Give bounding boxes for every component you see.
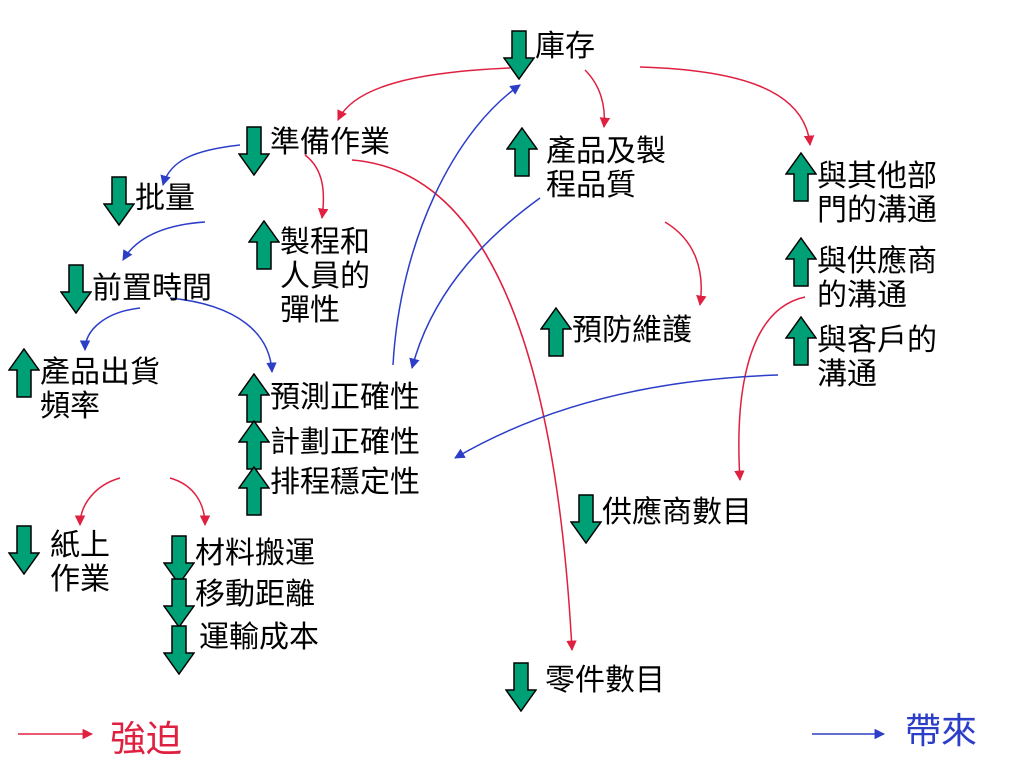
node-comm-customer: 與客戶的溝通 [785, 316, 937, 392]
node-quality: 產品及製程品質 [506, 127, 666, 203]
up-arrow-icon [506, 127, 538, 177]
node-schedule: 排程穩定性 [238, 466, 420, 516]
up-arrow-icon [238, 466, 270, 516]
up-arrow-icon [785, 152, 817, 202]
legend-forces-label: 強迫 [110, 719, 183, 760]
down-arrow-icon [163, 625, 195, 675]
node-label-line: 零件數目 [545, 663, 665, 698]
down-arrow-icon [163, 535, 195, 585]
link-setup-parts [351, 159, 577, 652]
node-label-line: 材料搬運 [195, 536, 315, 571]
node-label-line: 製程和 [280, 225, 370, 260]
up-arrow-icon [785, 237, 817, 287]
up-arrow-icon [238, 420, 270, 470]
node-inventory: 庫存 [503, 30, 595, 80]
node-label-line: 與其他部 [817, 159, 937, 194]
node-batch: 批量 [103, 176, 195, 226]
node-label-line: 運輸成本 [199, 620, 319, 655]
node-handling: 材料搬運 [163, 535, 315, 585]
node-parts: 零件數目 [505, 662, 665, 712]
node-label-line: 的溝通 [817, 278, 907, 313]
node-label-line: 作業 [50, 562, 110, 597]
node-suppliers: 供應商數目 [570, 494, 752, 544]
node-comm-dept: 與其他部門的溝通 [785, 152, 937, 228]
legend-brings-label: 帶來 [905, 711, 978, 752]
node-label-line: 移動距離 [195, 577, 315, 612]
node-label-line: 程品質 [546, 168, 636, 203]
node-label-line: 計劃正確性 [270, 425, 420, 460]
node-label-line: 與客戶的 [817, 323, 937, 358]
node-label-line: 產品出貨 [40, 355, 160, 390]
node-label-line: 排程穩定性 [270, 465, 420, 500]
link-quality-forecast [409, 197, 541, 370]
node-flexibility: 製程和人員的彈性 [248, 220, 370, 328]
node-label-line: 準備作業 [270, 125, 390, 160]
node-label-line: 門的溝通 [817, 193, 937, 228]
up-arrow-icon [8, 348, 40, 398]
node-label-line: 供應商數目 [602, 495, 752, 530]
node-label-line: 與供應商 [817, 244, 937, 279]
up-arrow-icon [248, 220, 280, 270]
up-arrow-icon [238, 373, 270, 423]
node-maintenance: 預防維護 [540, 307, 692, 357]
link-communication-suppliers [734, 296, 806, 482]
up-arrow-icon [540, 307, 572, 357]
node-setup: 準備作業 [238, 126, 390, 176]
node-label-line: 溝通 [817, 357, 877, 392]
link-communication-plan [454, 374, 779, 459]
node-label-line: 預測正確性 [270, 380, 420, 415]
link-forecast-inventory [392, 84, 521, 366]
down-arrow-icon [503, 30, 535, 80]
link-paper [74, 477, 121, 527]
node-forecast: 預測正確性 [238, 373, 420, 423]
link-inventory-setup [337, 67, 511, 121]
link-batch-leadtime [122, 221, 206, 261]
node-label-line: 前置時間 [92, 271, 212, 306]
node-ship-frequency: 產品出貨頻率 [8, 348, 160, 424]
node-label-line: 庫存 [535, 29, 595, 64]
node-comm-supplier: 與供應商的溝通 [785, 237, 937, 313]
legend-forces: 強迫 [110, 720, 182, 760]
link-leadtime-forecast [169, 297, 277, 374]
down-arrow-icon [8, 525, 40, 575]
node-label-line: 批量 [135, 181, 195, 216]
link-inventory-communication [639, 66, 815, 147]
link-setup-batch [160, 144, 241, 187]
link-leadtime-shipfreq [79, 307, 141, 352]
link-inventory-quality [584, 69, 611, 129]
node-plan: 計劃正確性 [238, 420, 420, 470]
down-arrow-icon [238, 126, 270, 176]
node-transport: 運輸成本 [163, 621, 319, 675]
down-arrow-icon [60, 264, 92, 314]
up-arrow-icon [785, 316, 817, 366]
node-label-line: 產品及製 [546, 134, 666, 169]
down-arrow-icon [163, 578, 195, 628]
node-label-line: 預防維護 [572, 313, 692, 348]
down-arrow-icon [103, 176, 135, 226]
node-distance: 移動距離 [163, 578, 315, 628]
down-arrow-icon [505, 662, 537, 712]
down-arrow-icon [570, 494, 602, 544]
node-lead-time: 前置時間 [60, 264, 212, 314]
link-quality-maintenance [664, 221, 707, 307]
node-label-line: 彈性 [280, 293, 340, 328]
node-label-line: 紙上 [50, 528, 110, 563]
node-label-line: 頻率 [40, 389, 100, 424]
link-handling [169, 477, 211, 527]
link-setup-flexibility [304, 154, 329, 220]
node-paper: 紙上作業 [8, 525, 110, 597]
node-label-line: 人員的 [280, 259, 370, 294]
legend-brings: 帶來 [905, 712, 977, 752]
